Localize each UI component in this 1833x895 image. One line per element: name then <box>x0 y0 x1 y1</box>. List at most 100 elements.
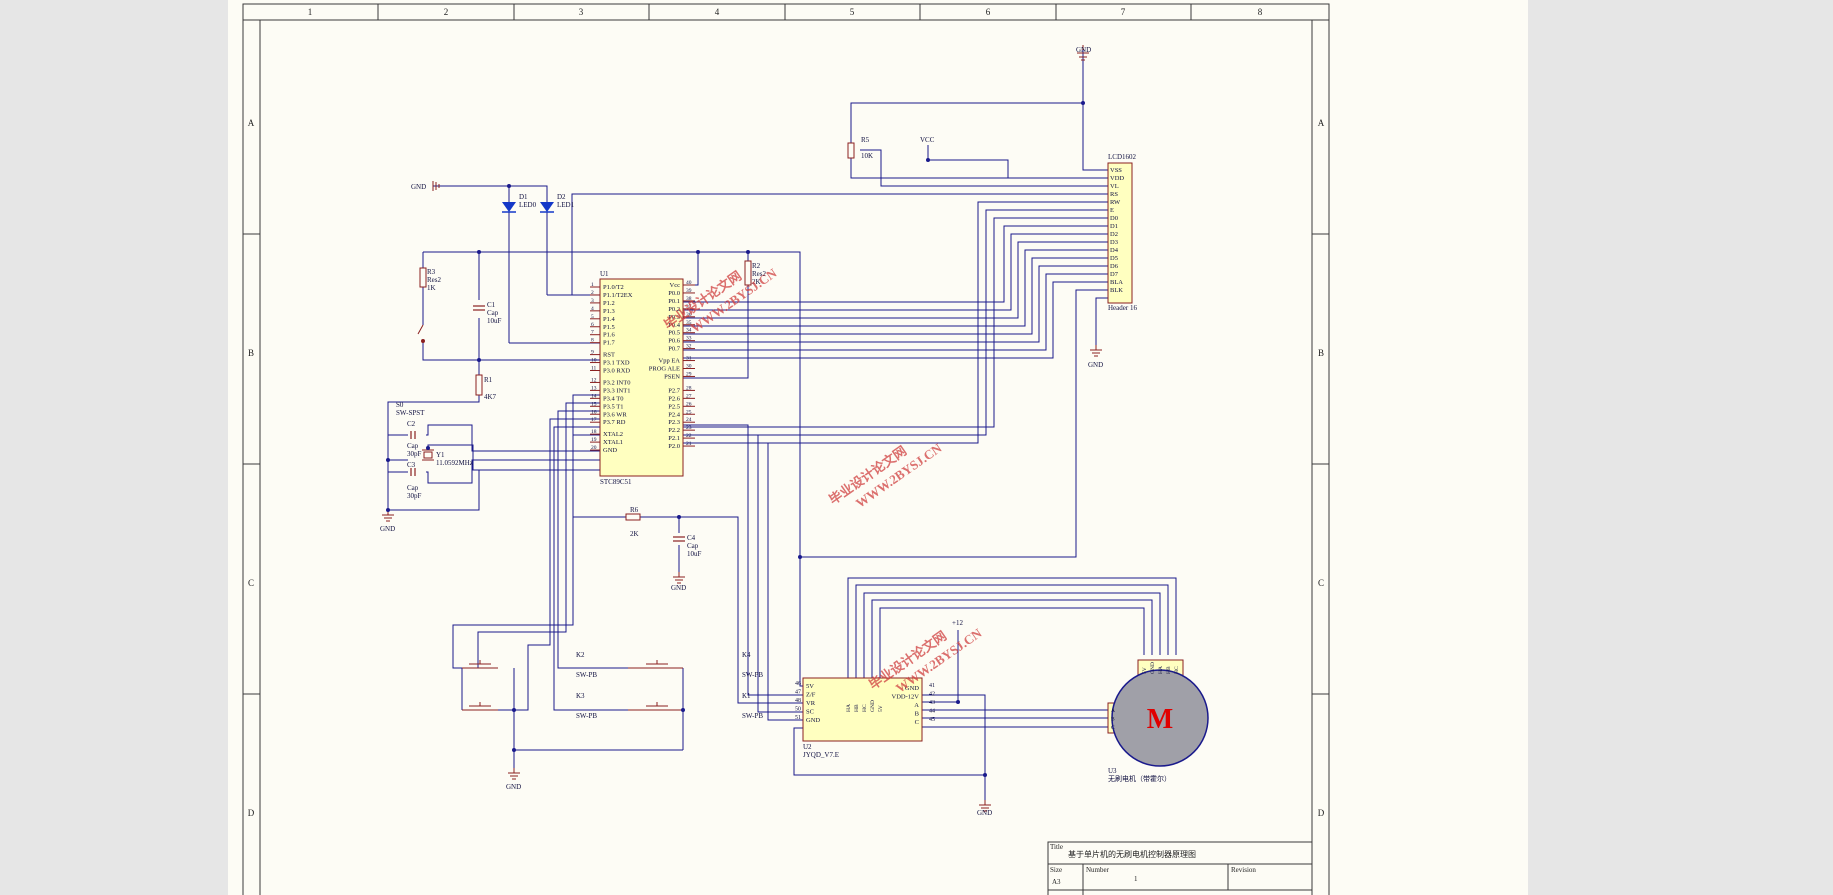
y1-value: 11.0592MHz <box>436 459 473 467</box>
mcu-left-pin-num: 8 <box>591 338 594 344</box>
d1-ref: D1 <box>519 193 528 201</box>
mcu-left-pin-num: 18 <box>591 429 597 435</box>
frame-col-1: 1 <box>308 7 313 17</box>
mcu-right-pin-num: 32 <box>686 344 692 350</box>
plus12-label: +12 <box>952 619 963 627</box>
driver-right-pin-num: 41 <box>929 683 935 689</box>
mcu-left-pin-name: P1.0/T2 <box>603 284 624 291</box>
driver-left-pin-num: 50 <box>795 707 801 713</box>
y1-ref: Y1 <box>436 451 445 459</box>
r5-ref: R5 <box>861 136 870 144</box>
mcu-right-pin-num: 24 <box>686 417 692 423</box>
mcu-right-pin-num: 26 <box>686 401 692 407</box>
mcu-left-pin-name: P1.3 <box>603 308 615 315</box>
driver-left-pin-name: VR <box>806 700 816 707</box>
mcu-left-pin-num: 15 <box>591 401 597 407</box>
lcd-pin-d0: D0 <box>1110 215 1118 222</box>
frame-col-2: 2 <box>444 7 449 17</box>
c1-part: Cap <box>487 309 499 317</box>
mcu-right-pin-num: 29 <box>686 371 692 377</box>
mcu-left-pin-name: P3.1 TXD <box>603 360 630 367</box>
driver-right-pin-num: 44 <box>929 709 935 715</box>
ground-symbols <box>382 45 1102 812</box>
c3-ref: C3 <box>407 461 416 469</box>
frame-column-ticks <box>243 4 1329 695</box>
c1-ref: C1 <box>487 301 496 309</box>
gnd-label-keys: GND <box>506 783 521 791</box>
driver-left-pin-name: Z/F <box>806 692 816 699</box>
lcd-pin-d5: D5 <box>1110 255 1118 262</box>
mcu-left-pin-name: P3.2 INT0 <box>603 379 630 386</box>
mcu-right-pin-num: 34 <box>686 328 692 334</box>
r2-value: 2K <box>752 278 761 286</box>
capacitors <box>410 305 685 542</box>
mcu-right-pin-name: P0.1 <box>668 298 680 305</box>
mcu-right-pin-name: P2.2 <box>668 427 680 434</box>
driver-right-pin-num: 42 <box>929 692 935 698</box>
k2-part: SW-PB <box>576 671 597 679</box>
k4-ref: K4 <box>742 651 751 659</box>
lcd-part: Header 16 <box>1108 304 1137 312</box>
resistors <box>419 142 855 521</box>
r3-part: Res2 <box>427 276 442 284</box>
driver-left-pin-name: GND <box>806 717 820 724</box>
r2-part: Res2 <box>752 270 767 278</box>
gnd-label-c4: GND <box>671 584 686 592</box>
c2-ref: C2 <box>407 420 416 428</box>
mcu-right-pin-num: 30 <box>686 364 692 370</box>
frame-col-4: 4 <box>715 7 720 17</box>
mcu-right-pin-num: 23 <box>686 425 692 431</box>
mcu-left-pin-name: XTAL1 <box>603 439 623 446</box>
lcd-pin-bla: BLA <box>1110 279 1123 286</box>
mcu-left-pin-name: P3.4 T0 <box>603 395 623 402</box>
lcd-pin-vl: VL <box>1110 183 1119 190</box>
mcu-left-pin-num: 2 <box>591 290 594 296</box>
frame-row-b-left: B <box>248 348 254 358</box>
driver-part: JYQD_V7.E <box>803 751 839 759</box>
mcu-right-pin-name: P2.3 <box>668 419 680 426</box>
gnd-label-led: GND <box>411 183 426 191</box>
mcu-left-pin-name: P1.1/T2EX <box>603 292 633 299</box>
mcu-right-pin-num: 35 <box>686 320 692 326</box>
mcu-right-pin-name: P2.0 <box>668 443 680 450</box>
s0-part: SW-SPST <box>396 409 425 417</box>
lcd-pin-d3: D3 <box>1110 239 1118 246</box>
mcu-left-pin-num: 20 <box>591 445 597 451</box>
revision-label: Revision <box>1231 866 1256 874</box>
mcu-left-pin-name: P3.0 RXD <box>603 368 630 375</box>
crystal-y1 <box>422 449 434 461</box>
junctions <box>386 101 1085 777</box>
driver-left-pin-name: 5V <box>806 683 814 690</box>
motor-body <box>1111 669 1209 767</box>
mcu-right-pin-num: 31 <box>686 356 692 362</box>
size-label: Size <box>1050 866 1062 874</box>
mcu-right-pin-num: 25 <box>686 409 692 415</box>
mcu-right-pin-name: PROG ALE <box>649 366 680 373</box>
gnd-label-top: GND <box>1076 46 1091 54</box>
mcu-left-pin-num: 3 <box>591 298 594 304</box>
mcu-right-pin-num: 21 <box>686 441 692 447</box>
mcu-right-pin-name: Vpp EA <box>659 358 681 365</box>
frame-row-c-right: C <box>1318 578 1324 588</box>
mcu-right-pin-name: P2.1 <box>668 435 680 442</box>
mcu-right-pin-name: P0.4 <box>668 322 680 329</box>
lcd-pin-d7: D7 <box>1110 271 1119 278</box>
mcu-right-pin-num: 36 <box>686 312 692 318</box>
lcd-pin-vdd: VDD <box>1110 175 1124 182</box>
lcd-pin-vss: VSS <box>1110 167 1122 174</box>
schematic-diagram: 1 2 3 4 5 6 7 8 A B C D A B C D Title 基于… <box>242 3 1330 895</box>
motor-phase-pin: B <box>1111 717 1115 723</box>
mcu-left-pin-name: P3.5 T1 <box>603 403 623 410</box>
motor-name: 无刷电机（带霍尔） <box>1108 774 1171 783</box>
mcu-left-pin-name: P3.3 INT1 <box>603 387 630 394</box>
frame-col-7: 7 <box>1121 7 1126 17</box>
mcu-right-pin-name: P0.0 <box>668 290 680 297</box>
driver-body <box>802 677 923 742</box>
driver-left-pin-num: 48 <box>795 698 801 704</box>
mcu-left-pin-num: 7 <box>591 330 594 336</box>
watermark-2: 毕业设计论文网 WWW.2BYSJ.CN <box>826 440 945 511</box>
lcd-pin-d1: D1 <box>1110 223 1118 230</box>
d2-part: LED1 <box>557 201 575 209</box>
